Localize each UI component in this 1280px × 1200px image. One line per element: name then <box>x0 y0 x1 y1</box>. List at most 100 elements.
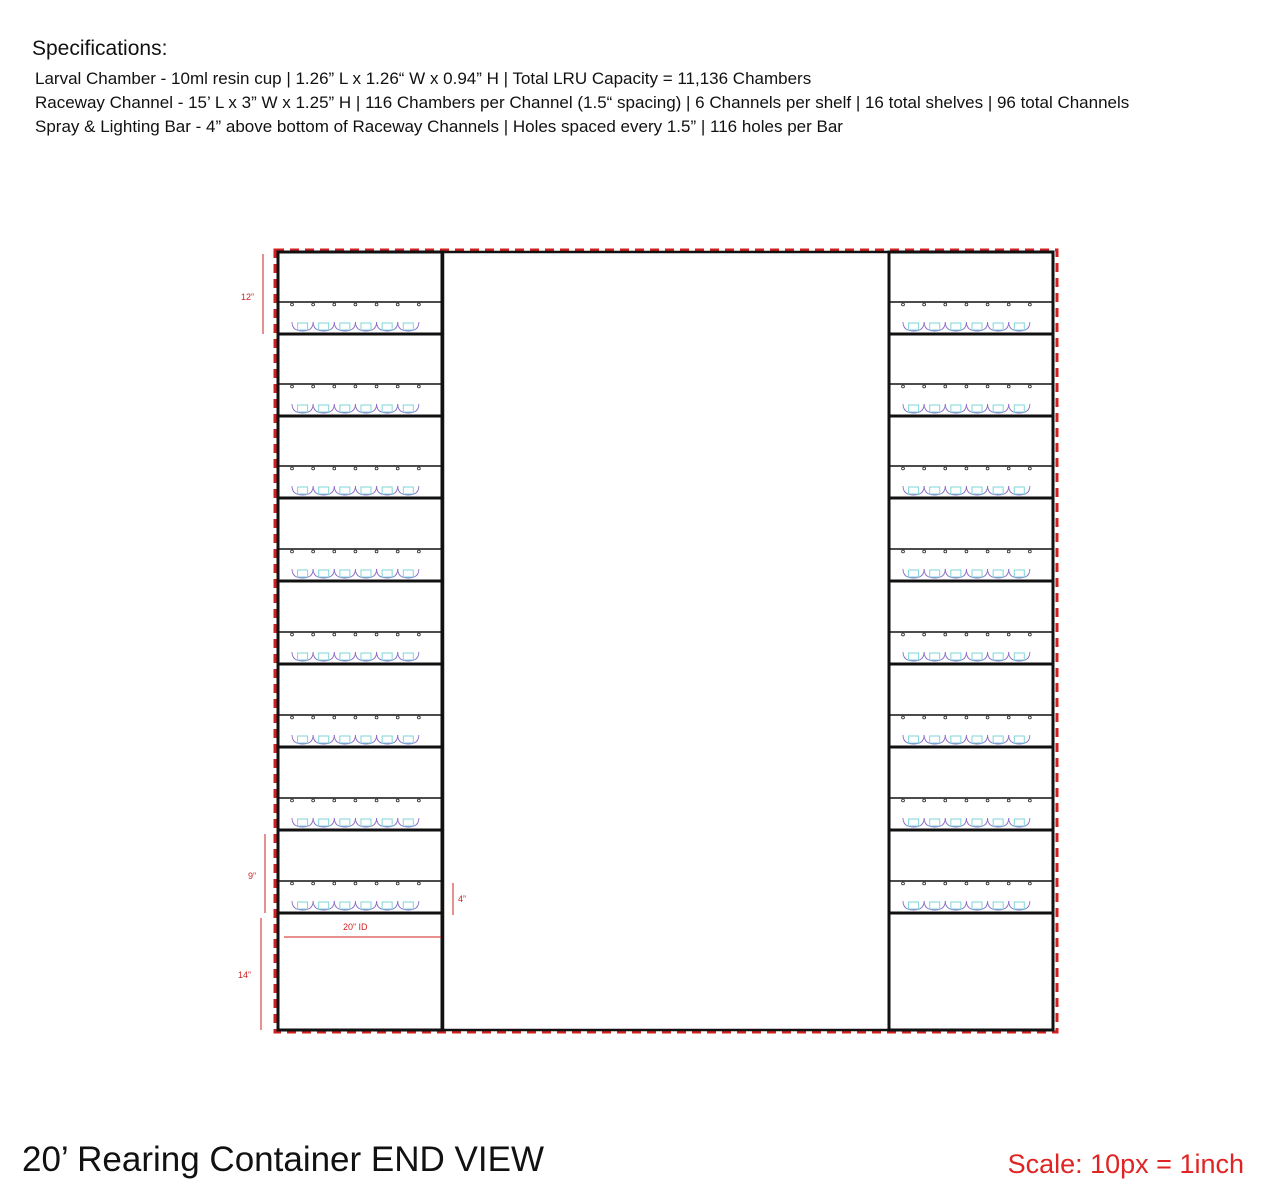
raceway-channel <box>987 403 1010 414</box>
larval-chamber-cup <box>950 569 962 578</box>
raceway-channel <box>312 651 335 662</box>
spray-hole <box>943 549 948 554</box>
raceway-channel <box>376 817 399 828</box>
raceway-channel <box>965 485 989 496</box>
larval-chamber-cup <box>381 322 393 331</box>
spray-hole <box>417 466 421 471</box>
larval-chamber-cup <box>1013 322 1025 331</box>
spray-hole <box>395 798 400 803</box>
spray-hole <box>901 466 905 471</box>
larval-chamber-cup <box>381 901 393 910</box>
larval-chamber-cup <box>908 901 920 910</box>
larval-chamber-cup <box>297 404 309 413</box>
raceway-channel <box>944 568 967 579</box>
raceway-channel <box>923 817 946 828</box>
spray-hole <box>395 466 400 471</box>
spray-hole <box>311 302 315 307</box>
raceway-channel <box>902 321 925 332</box>
larval-chamber-cup <box>381 569 393 578</box>
spray-hole <box>1006 798 1011 803</box>
larval-chamber-cup <box>1013 569 1025 578</box>
spray-hole <box>417 549 421 554</box>
raceway-channel <box>333 485 356 496</box>
larval-chamber-cup <box>297 652 309 661</box>
larval-chamber-cup <box>297 818 309 827</box>
larval-chamber-cup <box>908 652 920 661</box>
spray-hole <box>332 632 337 637</box>
larval-chamber-cup <box>950 818 962 827</box>
spray-hole <box>290 632 294 637</box>
raceway-channel <box>902 568 925 579</box>
raceway-channel <box>291 651 314 662</box>
spray-hole <box>395 549 400 554</box>
spray-hole <box>922 549 926 554</box>
spray-hole <box>311 798 315 803</box>
raceway-channel <box>902 900 925 911</box>
larval-chamber-cup <box>971 486 983 495</box>
larval-chamber-cup <box>402 404 414 413</box>
larval-chamber-cup <box>1013 652 1025 661</box>
larval-chamber-cup <box>402 486 414 495</box>
spray-hole <box>1028 302 1032 307</box>
raceway-channel <box>965 321 989 332</box>
raceway-channel <box>1008 568 1031 579</box>
raceway-channel <box>397 651 420 662</box>
larval-chamber-cup <box>318 569 330 578</box>
spray-hole <box>374 302 379 307</box>
spray-hole <box>417 632 421 637</box>
spray-hole <box>943 715 948 720</box>
spray-hole <box>922 632 926 637</box>
larval-chamber-cup <box>297 569 309 578</box>
spray-hole <box>985 384 990 389</box>
raceway-channel <box>944 485 967 496</box>
raceway-channel <box>902 485 925 496</box>
larval-chamber-cup <box>360 652 372 661</box>
spray-hole <box>395 302 400 307</box>
larval-chamber-cup <box>339 322 351 331</box>
spray-hole <box>964 881 969 886</box>
raceway-channel <box>923 321 946 332</box>
spray-hole <box>417 715 421 720</box>
specifications-block: Specifications: Larval Chamber - 10ml re… <box>32 36 1262 139</box>
spray-hole <box>964 798 969 803</box>
larval-chamber-cup <box>318 652 330 661</box>
larval-chamber-cup <box>929 652 941 661</box>
spray-hole <box>964 384 969 389</box>
raceway-channel <box>987 734 1010 745</box>
spray-hole <box>353 302 358 307</box>
larval-chamber-cup <box>1013 818 1025 827</box>
raceway-channel <box>902 817 925 828</box>
larval-chamber-cup <box>971 818 983 827</box>
raceway-channel <box>354 321 378 332</box>
larval-chamber-cup <box>992 901 1004 910</box>
larval-chamber-cup <box>929 901 941 910</box>
larval-chamber-cup <box>297 901 309 910</box>
larval-chamber-cup <box>908 486 920 495</box>
spray-hole <box>374 549 379 554</box>
larval-chamber-cup <box>381 652 393 661</box>
spray-hole <box>901 549 905 554</box>
larval-chamber-cup <box>971 322 983 331</box>
raceway-channel <box>944 321 967 332</box>
larval-chamber-cup <box>297 322 309 331</box>
spray-hole <box>290 798 294 803</box>
spray-hole <box>417 798 421 803</box>
spray-hole <box>964 715 969 720</box>
raceway-channel <box>902 734 925 745</box>
raceway-channel <box>354 568 378 579</box>
larval-chamber-cup <box>929 818 941 827</box>
spray-hole <box>290 302 294 307</box>
raceway-channel <box>1008 485 1031 496</box>
spray-hole <box>1006 302 1011 307</box>
larval-chamber-cup <box>381 818 393 827</box>
raceway-channel <box>312 900 335 911</box>
raceway-channel <box>944 734 967 745</box>
rack-frame <box>887 250 1055 1032</box>
raceway-channel <box>923 734 946 745</box>
left-rack <box>276 250 444 1032</box>
spray-hole <box>353 798 358 803</box>
spray-hole <box>985 632 990 637</box>
raceway-channel <box>987 651 1010 662</box>
larval-chamber-cup <box>971 569 983 578</box>
